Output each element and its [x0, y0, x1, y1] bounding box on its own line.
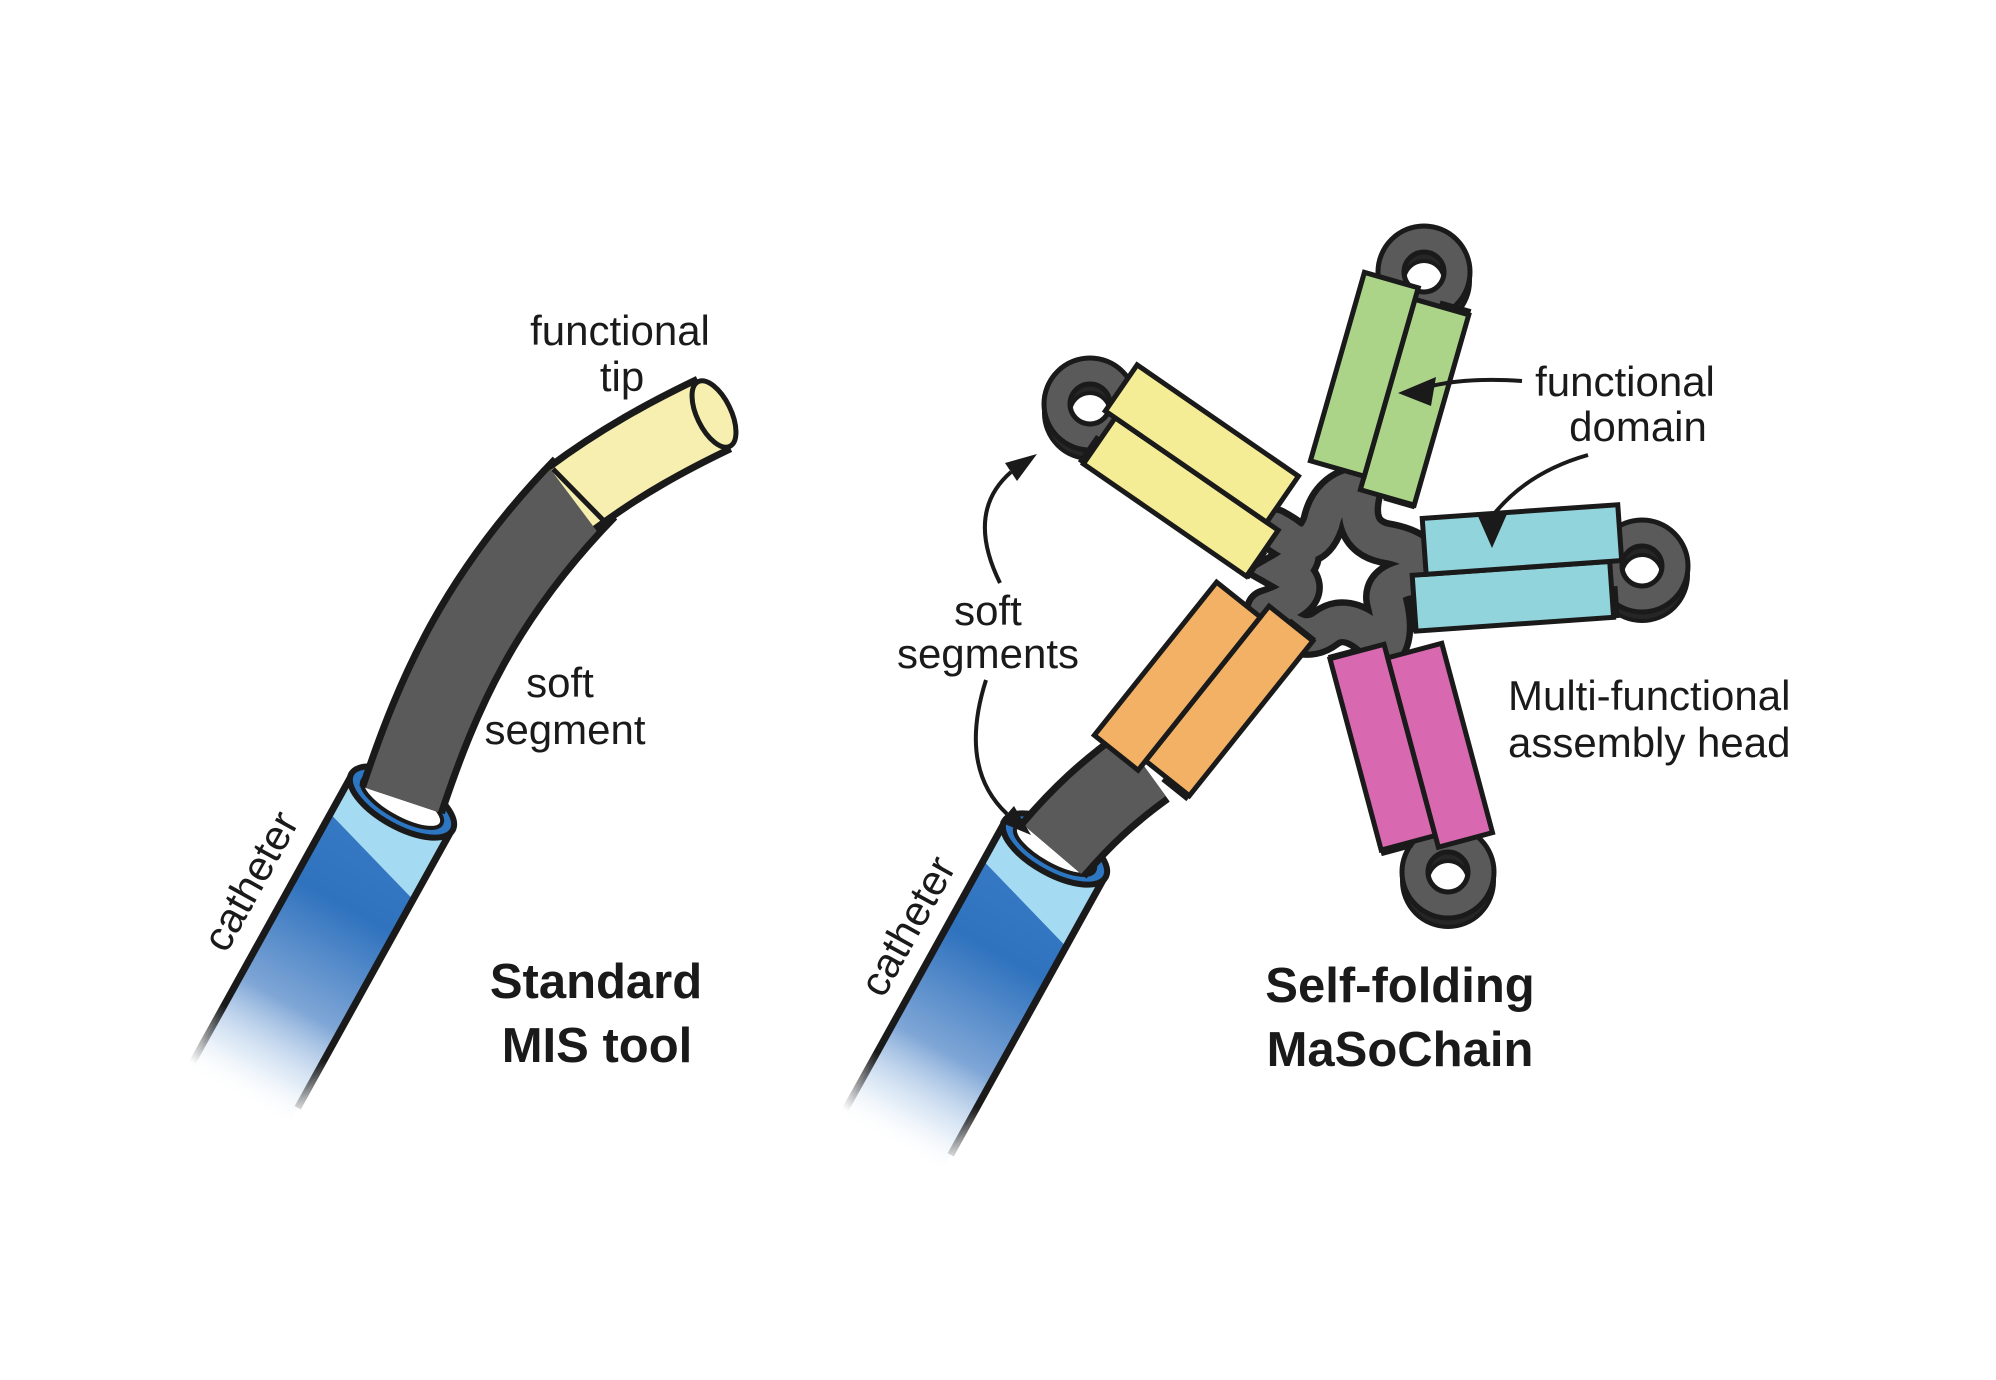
masochain-catheter-edge: [947, 874, 1108, 1157]
segment-bar-back: [1419, 502, 1625, 577]
label-functional-tip-line2: tip: [600, 353, 644, 400]
mis-functional-tip: [551, 382, 730, 527]
arrow-functional-domain-cyan: [1492, 453, 1589, 516]
label-soft-segment-line2: segment: [484, 706, 645, 753]
label-functional-tip-line1: functional: [530, 307, 710, 354]
title-masochain-line1: Self-folding: [1265, 959, 1534, 1013]
mis-soft-segment: [365, 461, 613, 813]
mis-tip-boundary: [551, 467, 605, 522]
label-functional-domain-line1: functional: [1535, 358, 1715, 405]
segment-green: [1307, 269, 1472, 510]
segment-bar-back: [1384, 640, 1496, 851]
segment-bar-back: [1090, 578, 1264, 774]
mis-functional-tip-cap: [689, 378, 739, 450]
arrow-soft-segments-lower: [973, 679, 1009, 816]
segment-pink: [1326, 640, 1496, 857]
masochain-proximal-soft-segment: [1024, 736, 1166, 875]
arrowhead-cyan-notch: [1477, 514, 1507, 548]
masochain-assembly: soft segments functional domain Multi-fu…: [840, 223, 1791, 1175]
arrowhead-green: [1398, 377, 1436, 406]
title-masochain-line2: MaSoChain: [1267, 1023, 1534, 1077]
label-soft-segments-line1: soft: [954, 587, 1022, 634]
masochain-catheter-edge: [842, 819, 1009, 1112]
arrow-soft-segments-upper: [982, 470, 1013, 584]
label-soft-segments-line2: segments: [897, 630, 1079, 677]
annotation-arrows: [973, 377, 1589, 835]
title-standard-mis-line2: MIS tool: [502, 1019, 693, 1073]
label-soft-segment-line1: soft: [526, 659, 594, 706]
arrowhead-soft-lower: [1000, 806, 1031, 835]
label-functional-domain-line2: domain: [1569, 403, 1707, 450]
ring-pink: [1399, 823, 1497, 929]
segment-orange: [1090, 578, 1317, 802]
label-assembly-head-line2: assembly head: [1508, 719, 1791, 766]
title-standard-mis-line1: Standard: [490, 955, 702, 1009]
mis-catheter-edge: [294, 827, 455, 1110]
segment-bar-back: [1307, 269, 1422, 480]
label-assembly-head-line1: Multi-functional: [1508, 672, 1790, 719]
segment-bar-back: [1101, 361, 1302, 526]
mis-catheter-edge: [189, 772, 356, 1065]
standard-mis-tool: functional tip soft segment catheter Sta…: [187, 307, 739, 1128]
segment-cyan: [1409, 502, 1625, 634]
segment-yellow: [1077, 361, 1302, 580]
arrowhead-soft-upper: [1005, 454, 1037, 481]
